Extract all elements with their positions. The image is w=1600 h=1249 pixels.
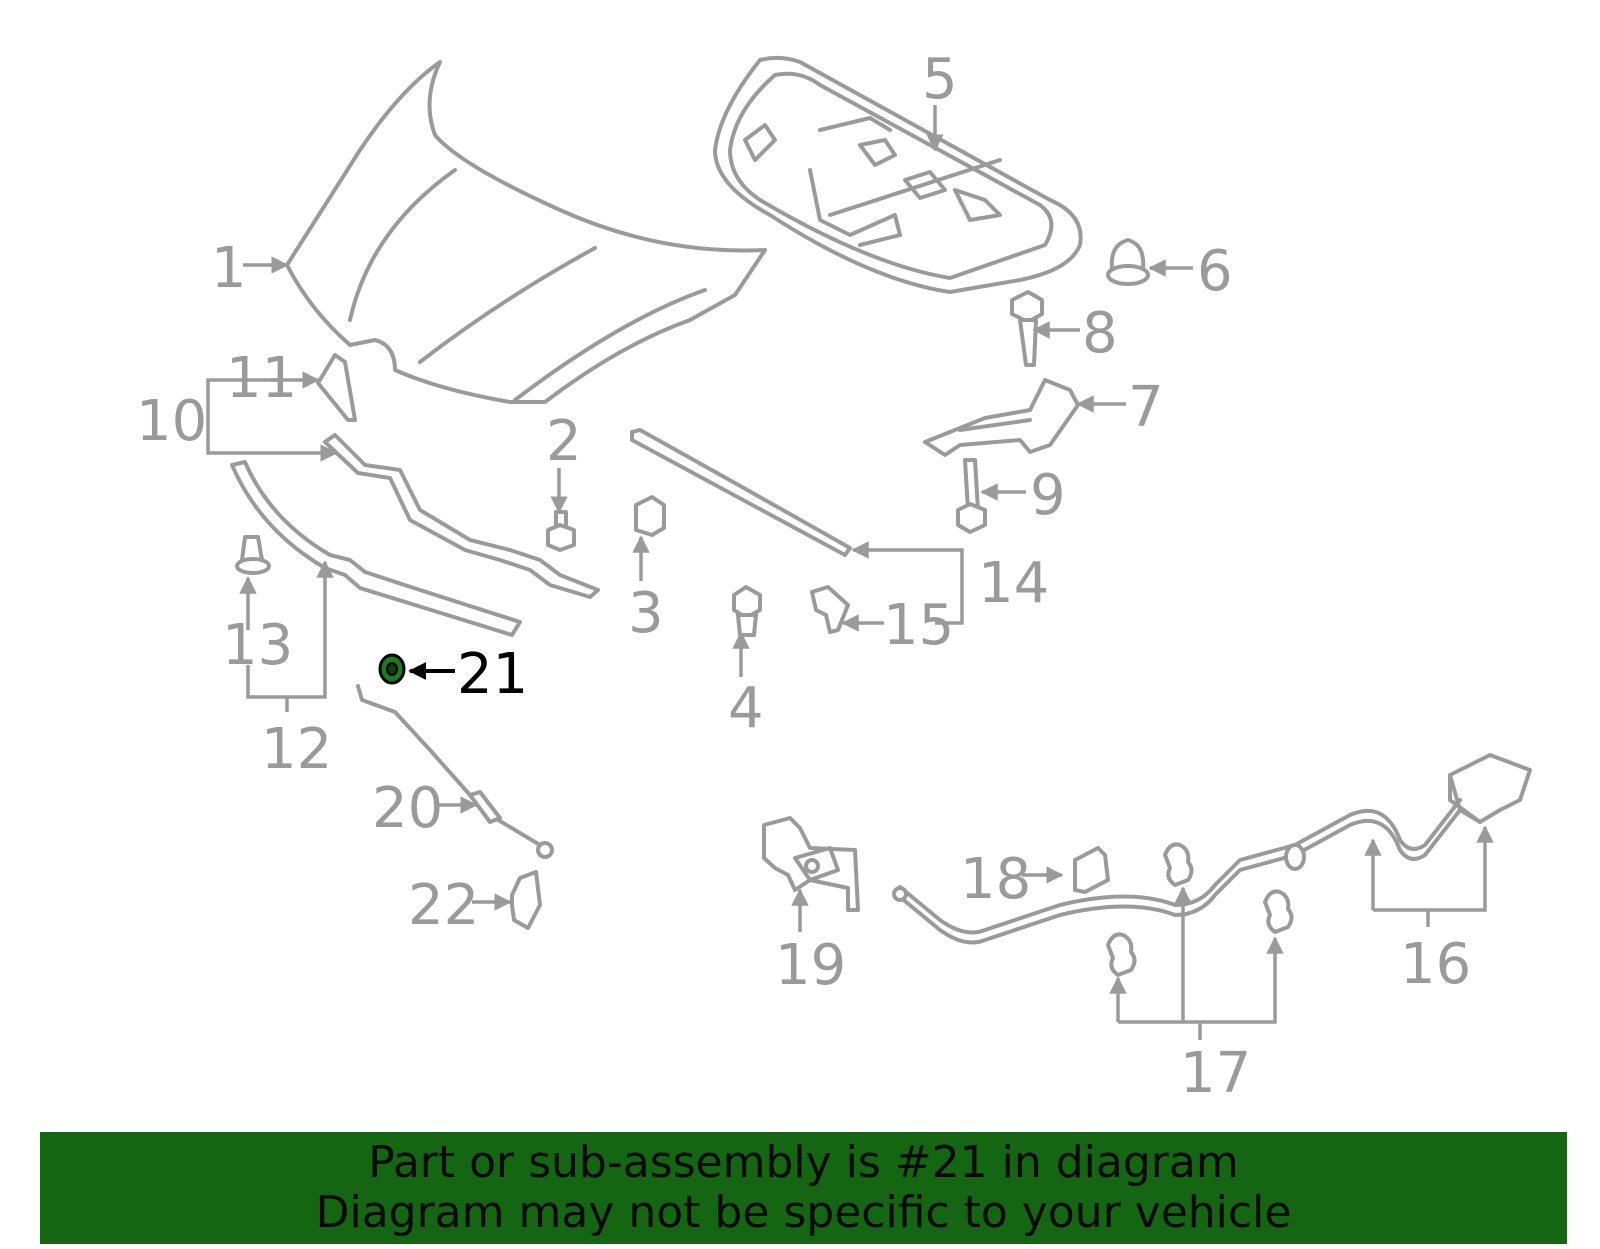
- callout-labels: 1 2 3 4 5 6 7 8 9 10 11 12 13 14 15 16 1…: [136, 47, 1471, 1106]
- lower-seal-12: [230, 460, 522, 637]
- callout-17: 17: [1180, 1041, 1251, 1106]
- leader-lines: [206, 105, 1494, 1040]
- cable-clip-17b: [1106, 932, 1137, 977]
- callout-15: 15: [883, 593, 954, 658]
- bracket-11: [316, 353, 357, 422]
- hinge-7: [923, 378, 1080, 457]
- rear-seal-14: [630, 428, 852, 557]
- clip-18: [1073, 846, 1110, 894]
- callout-6: 6: [1197, 239, 1233, 304]
- callout-12: 12: [261, 717, 332, 782]
- callout-1: 1: [211, 236, 247, 301]
- callout-10: 10: [136, 389, 207, 454]
- release-cable-16: [892, 753, 1532, 945]
- part-info-banner: Part or sub-assembly is #21 in diagram D…: [40, 1132, 1567, 1244]
- callout-14: 14: [978, 551, 1049, 616]
- banner-line-1: Part or sub-assembly is #21 in diagram: [368, 1137, 1239, 1188]
- bolt-4: [732, 585, 762, 637]
- callout-4: 4: [728, 676, 764, 741]
- clip-22: [510, 870, 542, 930]
- front-seal-10: [323, 433, 600, 599]
- callout-16: 16: [1400, 932, 1471, 997]
- callout-20: 20: [372, 776, 443, 841]
- prop-rod-20: [356, 684, 554, 859]
- callout-11: 11: [226, 346, 297, 411]
- callout-18: 18: [960, 847, 1031, 912]
- callout-9: 9: [1030, 463, 1066, 528]
- bumper-15: [810, 585, 850, 634]
- callout-7: 7: [1128, 375, 1164, 440]
- callout-3: 3: [628, 581, 664, 646]
- callout-5: 5: [922, 47, 958, 112]
- callout-19: 19: [775, 933, 846, 998]
- bolt-8: [1010, 290, 1044, 367]
- bolt-2: [546, 510, 576, 552]
- callout-21-highlighted: 21: [457, 642, 528, 707]
- callout-2: 2: [546, 409, 582, 474]
- banner-line-2: Diagram may not be specific to your vehi…: [315, 1187, 1292, 1238]
- clip-6: [1106, 238, 1150, 286]
- clip-3: [634, 495, 666, 537]
- callout-13: 13: [222, 613, 293, 678]
- cable-clip-17c: [1263, 889, 1294, 934]
- callout-8: 8: [1082, 301, 1118, 366]
- hood-insulator: [713, 55, 1083, 294]
- grommet-21-highlighted: [378, 653, 406, 685]
- latch-19: [762, 816, 860, 912]
- bolt-9: [956, 458, 987, 534]
- cable-clip-17a: [1163, 842, 1194, 887]
- clip-13: [235, 535, 271, 575]
- hood-panel: [285, 60, 767, 404]
- callout-22: 22: [408, 873, 479, 938]
